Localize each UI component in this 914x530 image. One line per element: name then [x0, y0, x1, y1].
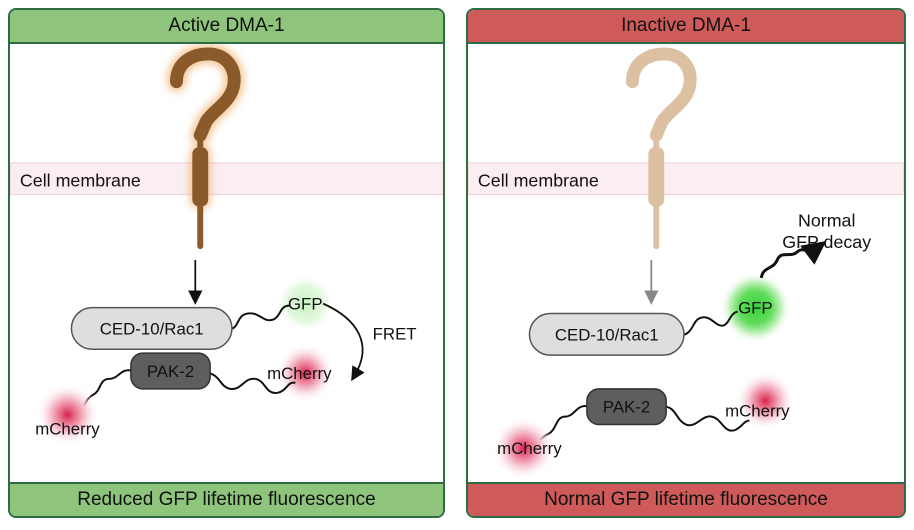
pak2-label: PAK-2 [603, 398, 650, 417]
cell-membrane-band [10, 162, 443, 196]
pak2-protein [586, 388, 667, 426]
ced10-protein [70, 306, 233, 350]
inactive-title-bar: Inactive DMA-1 [468, 10, 904, 44]
active-title-bar: Active DMA-1 [10, 10, 443, 44]
active-diagram: Cell membrane GFP FRET CED-10/Rac1 mCher… [10, 44, 443, 447]
mcherry-near-glow [275, 343, 335, 403]
ced10-label: CED-10/Rac1 [100, 319, 204, 338]
active-title: Active DMA-1 [168, 15, 285, 36]
mcherry-near-label: mCherry [267, 364, 332, 383]
mcherry-right-glow [735, 371, 795, 431]
dma1-receptor-active [166, 44, 245, 250]
ced10-protein [528, 312, 685, 356]
dma1-receptor-inactive [626, 47, 697, 250]
cell-membrane-label: Cell membrane [478, 171, 599, 191]
active-panel: Cell membrane GFP FRET CED-10/Rac1 mCher… [8, 8, 445, 518]
gfp-bright-glow [719, 271, 792, 344]
mcherry-right-label: mCherry [725, 402, 790, 421]
cell-membrane-band [468, 162, 904, 196]
inactive-title: Inactive DMA-1 [621, 15, 751, 36]
inactive-diagram: Cell membrane GFP Normal GFP decay CED-1… [468, 47, 904, 481]
pak2-protein [130, 352, 211, 390]
pak2-mcherry-right-linker [664, 405, 750, 432]
fret-arrow [322, 302, 365, 382]
gfp-label: GFP [288, 295, 323, 314]
active-footer: Reduced GFP lifetime fluorescence [77, 489, 376, 510]
fret-label: FRET [373, 324, 417, 343]
active-footer-bar: Reduced GFP lifetime fluorescence [10, 482, 443, 516]
decay-label-line2: GFP decay [782, 232, 871, 252]
mcherry-far-label: mCherry [35, 419, 100, 438]
cell-membrane-label: Cell membrane [20, 171, 141, 191]
mcherry-far-glow [35, 382, 100, 447]
inactive-panel: Cell membrane GFP Normal GFP decay CED-1… [466, 8, 906, 518]
gfp-label: GFP [738, 299, 773, 318]
ced10-gfp-linker [229, 304, 290, 331]
ced10-label: CED-10/Rac1 [555, 325, 659, 344]
gfp-glow [275, 273, 335, 334]
ced10-gfp-linker [681, 310, 738, 337]
pak2-mcherry-linker [207, 372, 296, 394]
pak2-label: PAK-2 [147, 362, 194, 381]
mcherry-left-label: mCherry [497, 439, 562, 458]
mcherry-left-glow [491, 416, 556, 481]
inactive-footer: Normal GFP lifetime fluorescence [544, 489, 828, 510]
inactive-footer-bar: Normal GFP lifetime fluorescence [468, 482, 904, 516]
decay-label-line1: Normal [798, 210, 855, 230]
gfp-decay-arrow [759, 241, 827, 279]
